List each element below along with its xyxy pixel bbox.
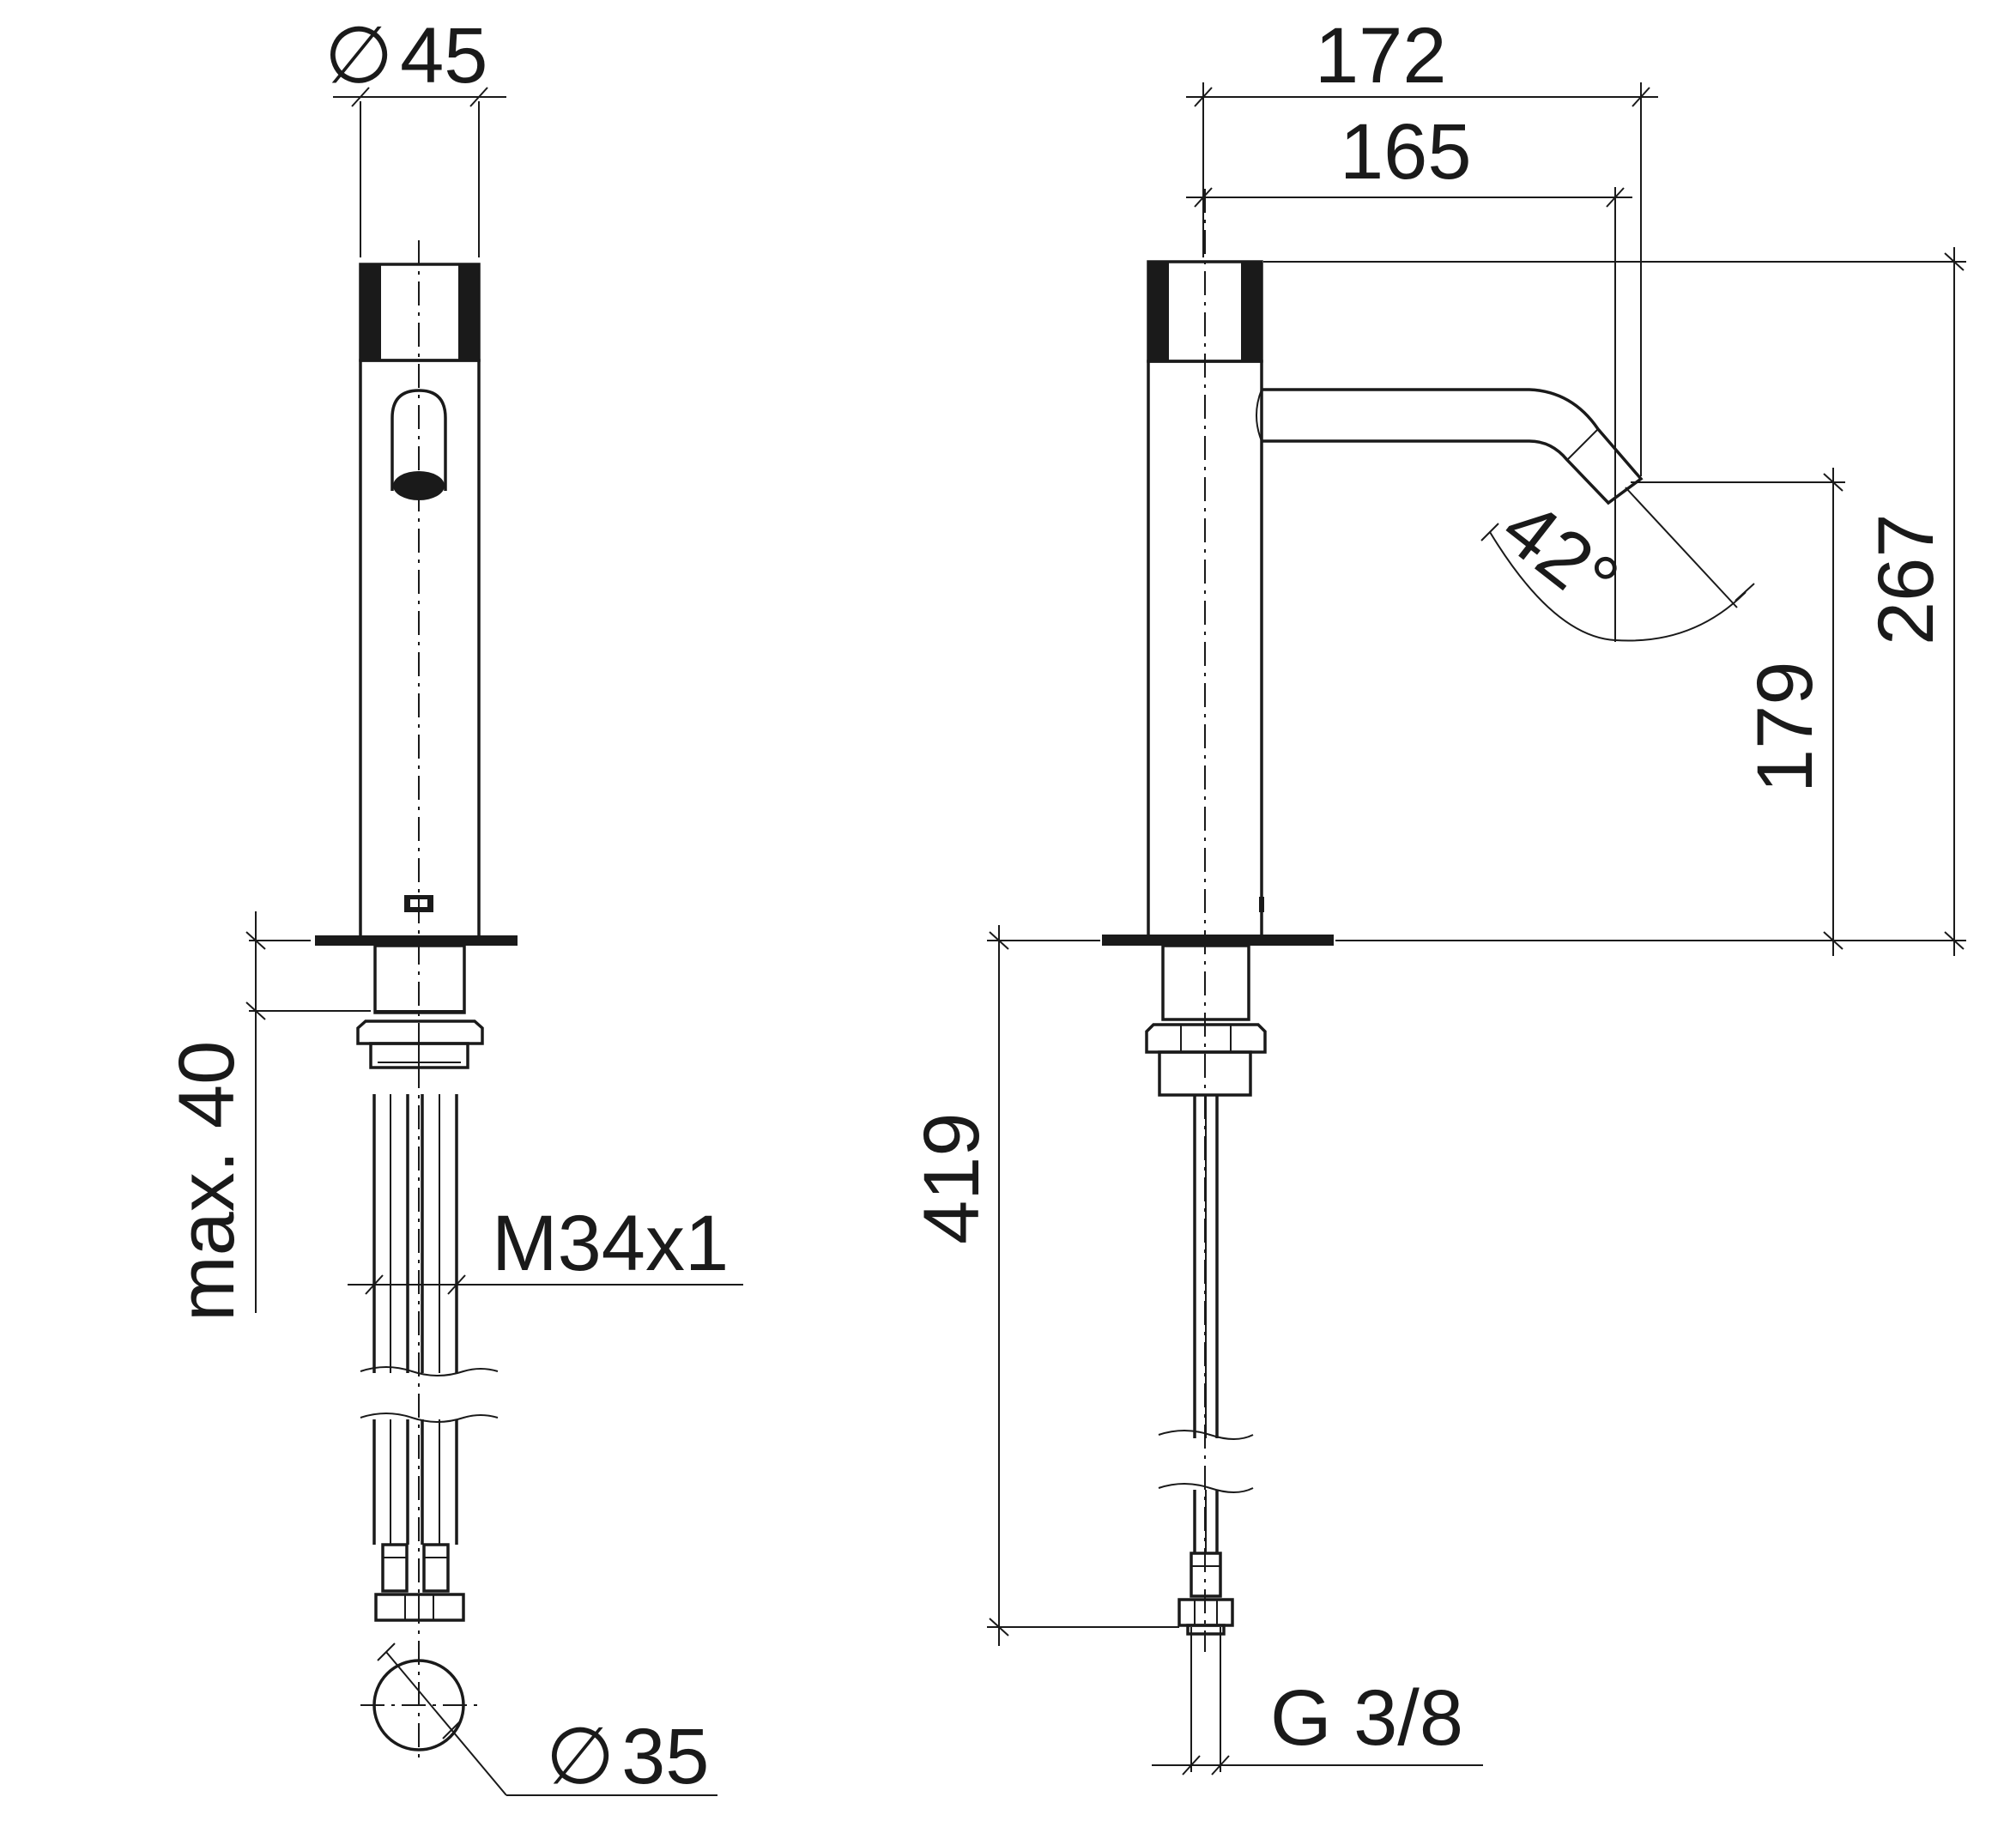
front-fitting-left (381, 1543, 409, 1593)
front-sensor-window (390, 389, 447, 491)
front-nut-upper (356, 1019, 484, 1045)
dim-connection-thread: G 3/8 (1270, 1674, 1463, 1762)
dim-hose-end-diameter-value: 35 (621, 1713, 709, 1800)
front-break-bottom (360, 1413, 499, 1423)
front-dimensions: ∅45 max. 40 M34x1 ∅35 (163, 12, 743, 1800)
diameter-symbol: ∅ (324, 12, 393, 100)
dim-mounting-depth: max. 40 (163, 1041, 251, 1322)
front-sensor-lens (393, 471, 445, 500)
front-base-plate (315, 935, 518, 946)
dim-spout-angle: 42° (1486, 483, 1634, 626)
spout (1262, 388, 1644, 505)
angle-arc (1489, 531, 1747, 642)
side-top-ring-left-band (1148, 262, 1169, 361)
diameter-symbol: ∅ (546, 1713, 614, 1800)
side-top-ring-right-band (1241, 262, 1262, 361)
svg-text:∅35: ∅35 (546, 1713, 709, 1800)
side-dimensions: 172 165 267 179 42° 419 (908, 12, 1966, 1776)
dim-total-projection: 172 (1315, 12, 1447, 100)
side-break-top (1158, 1430, 1254, 1440)
dim-top-diameter: ∅45 (324, 12, 487, 100)
dim-total-height: 267 (1862, 514, 1950, 646)
front-break-top (360, 1366, 499, 1376)
side-base-plate (1102, 935, 1334, 946)
dim-outlet-height: 179 (1741, 662, 1829, 794)
dim-spout-projection: 165 (1340, 108, 1472, 196)
svg-text:∅45: ∅45 (324, 12, 487, 100)
side-view (1102, 189, 1644, 1652)
side-nut-upper (1145, 1023, 1267, 1054)
front-fitting-right (422, 1543, 450, 1593)
dim-thread: M34x1 (492, 1200, 729, 1287)
dim-hose-length: 419 (908, 1113, 996, 1245)
side-break-bottom (1158, 1483, 1254, 1493)
dim-hose-end-diameter: ∅35 (546, 1713, 709, 1800)
front-view (315, 240, 518, 1764)
dim-top-diameter-value: 45 (400, 12, 487, 100)
front-top-ring-left-band (360, 264, 381, 360)
front-top-ring-right-band (458, 264, 479, 360)
